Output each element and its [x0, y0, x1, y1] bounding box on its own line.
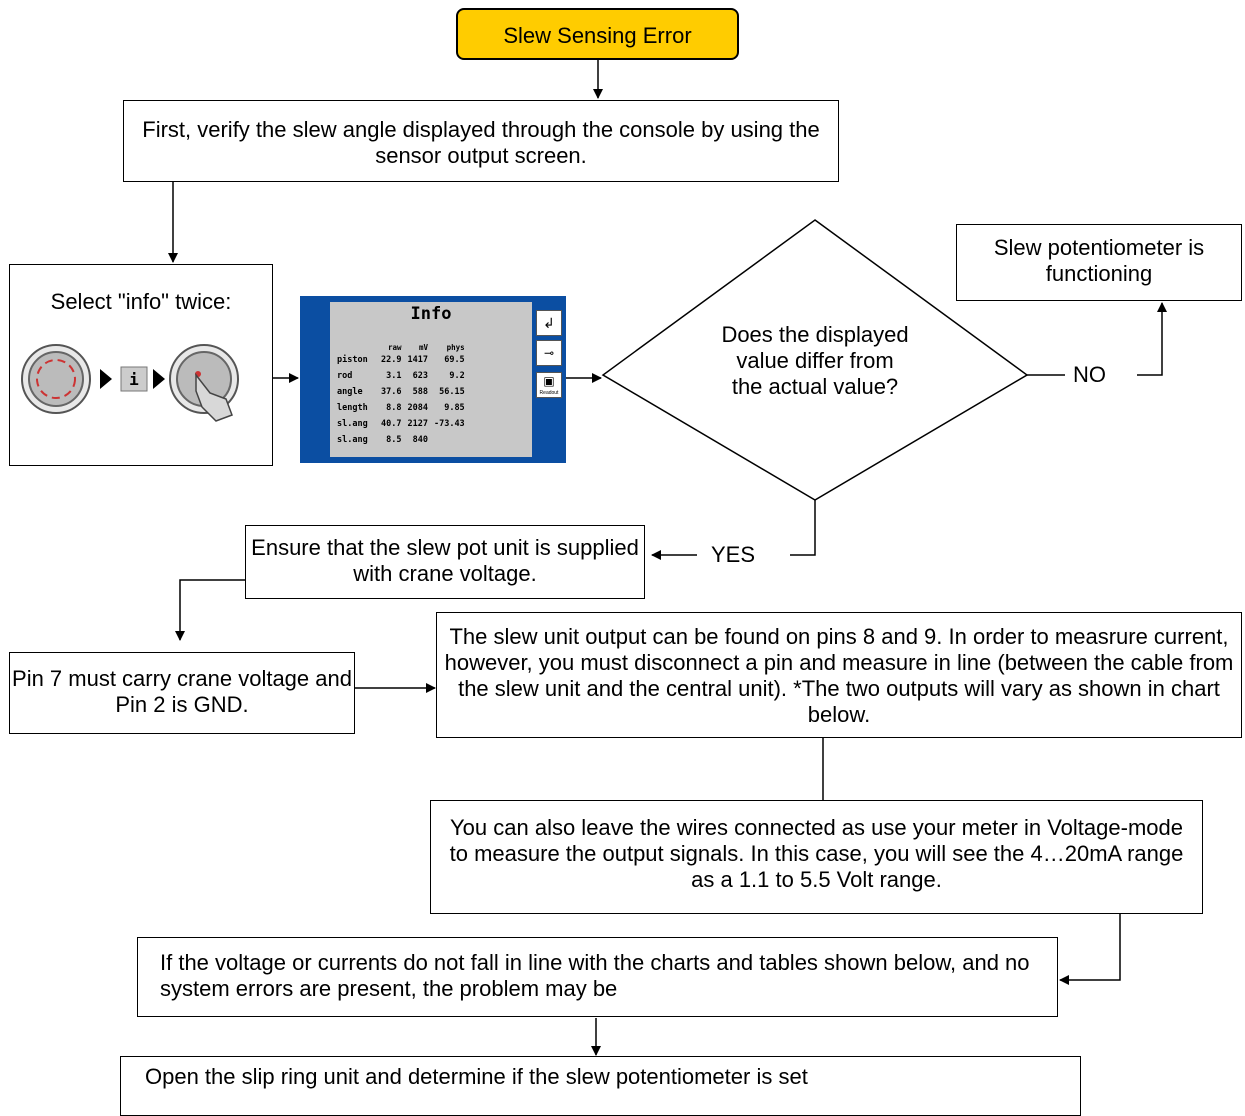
table-row: sl.ang 8.5 840	[334, 432, 468, 448]
readout-label: Readout	[539, 390, 559, 396]
mv-value: 840	[412, 435, 428, 445]
mv-value: 2084	[407, 403, 428, 413]
info-screen-panel: Info raw mV phys piston 22.9 1417 69.5	[330, 302, 532, 457]
arrow-ensure-to-pin7	[175, 579, 245, 641]
arrow-right-icon-2	[153, 369, 165, 389]
table-row: length 8.8 2084 9.85	[334, 400, 468, 416]
ensure-voltage-text: Ensure that the slew pot unit is supplie…	[251, 535, 639, 586]
no-label: NO	[1073, 362, 1106, 387]
if-voltage-text: If the voltage or currents do not fall i…	[160, 950, 1030, 1001]
phys-value: 69.5	[444, 355, 465, 365]
raw-value: 22.9	[381, 355, 402, 365]
yes-label: YES	[711, 542, 756, 567]
table-row: rod 3.1 623 9.2	[334, 368, 468, 384]
line-decision-to-yes	[790, 500, 816, 556]
phys-value	[431, 432, 468, 448]
select-info-box: Select "info" twice: i	[9, 264, 273, 466]
phys-value: -73.43	[433, 419, 465, 429]
output-pins-box: The slew unit output can be found on pin…	[436, 612, 1242, 738]
pin7-text: Pin 7 must carry crane voltage and Pin 2…	[12, 666, 352, 717]
raw-value: 8.5	[386, 435, 402, 445]
header-cell: mV	[418, 342, 428, 352]
knob-sequence-graphic: i	[21, 344, 239, 422]
pin7-box: Pin 7 must carry crane voltage and Pin 2…	[9, 652, 355, 734]
enter-icon: ↲	[536, 310, 562, 336]
raw-value: 40.7	[381, 419, 402, 429]
arrow-right-icon	[100, 369, 112, 389]
svg-text:i: i	[129, 370, 139, 389]
arrow-no-to-functioning	[1137, 302, 1167, 376]
readout-button: ▣ Readout	[536, 372, 562, 398]
mv-value: 2127	[407, 419, 428, 429]
table-row: angle 37.6 588 56.15	[334, 384, 468, 400]
save-icon: ▣	[543, 374, 555, 388]
raw-value: 8.8	[386, 403, 402, 413]
knob-press-icon	[169, 344, 239, 422]
table-row: sl.ang 40.7 2127 -73.43	[334, 416, 468, 432]
row-label: sl.ang	[337, 419, 368, 429]
raw-value: 37.6	[381, 387, 402, 397]
mv-value: 623	[412, 371, 428, 381]
header-cell: phys	[446, 342, 465, 352]
table-row: piston 22.9 1417 69.5	[334, 352, 468, 368]
row-label: length	[337, 403, 368, 413]
raw-value: 3.1	[386, 371, 402, 381]
row-label: rod	[337, 371, 353, 381]
ensure-voltage-box: Ensure that the slew pot unit is supplie…	[245, 525, 645, 599]
start-box: Slew Sensing Error	[456, 8, 739, 60]
start-label: Slew Sensing Error	[503, 23, 692, 48]
arrow-voltage-to-if	[1059, 913, 1121, 985]
verify-text: First, verify the slew angle displayed t…	[142, 117, 820, 168]
phys-value: 9.2	[449, 371, 465, 381]
voltage-mode-text: You can also leave the wires connected a…	[449, 815, 1184, 892]
open-slip-box: Open the slip ring unit and determine if…	[120, 1056, 1081, 1116]
info-screen: Info raw mV phys piston 22.9 1417 69.5	[300, 296, 566, 463]
mv-value: 588	[412, 387, 428, 397]
functioning-box: Slew potentiometer is functioning	[956, 224, 1242, 301]
knob-rotate-icon	[21, 344, 91, 414]
output-pins-text: The slew unit output can be found on pin…	[444, 624, 1234, 727]
sensor-icon: ⊸	[536, 340, 562, 366]
open-slip-text: Open the slip ring unit and determine if…	[145, 1064, 808, 1089]
row-label: angle	[337, 387, 363, 397]
header-cell	[334, 342, 378, 352]
info-key-icon: i	[120, 366, 148, 392]
verify-box: First, verify the slew angle displayed t…	[123, 100, 839, 182]
info-screen-title: Info	[410, 304, 452, 324]
select-info-text: Select "info" twice:	[50, 289, 232, 314]
phys-value: 56.15	[439, 387, 465, 397]
phys-value: 9.85	[444, 403, 465, 413]
info-screen-table: raw mV phys piston 22.9 1417 69.5 rod 3.…	[334, 342, 468, 448]
functioning-text: Slew potentiometer is functioning	[993, 235, 1205, 286]
decision-text: Does the displayed value differ from the…	[721, 322, 909, 399]
info-table-header: raw mV phys	[334, 342, 468, 352]
voltage-mode-box: You can also leave the wires connected a…	[430, 800, 1203, 914]
header-cell: raw	[387, 342, 402, 352]
row-label: sl.ang	[337, 435, 368, 445]
row-label: piston	[337, 355, 368, 365]
mv-value: 1417	[407, 355, 428, 365]
if-voltage-box: If the voltage or currents do not fall i…	[137, 937, 1058, 1017]
